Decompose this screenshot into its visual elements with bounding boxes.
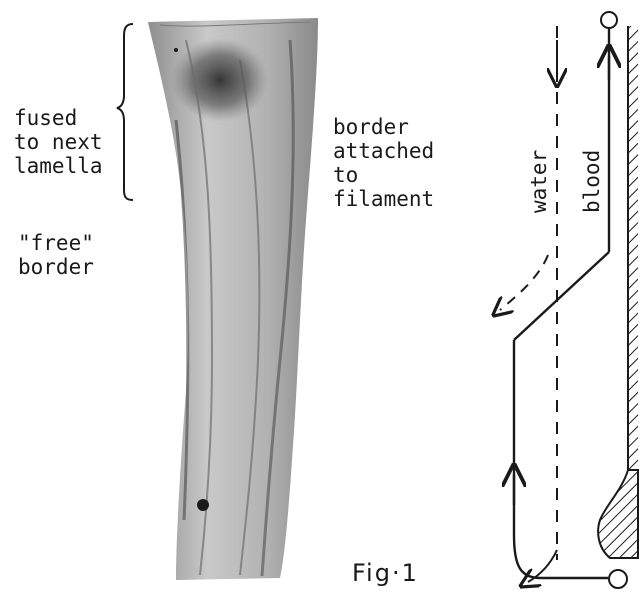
water-flow (500, 26, 557, 582)
fused-bracket (117, 24, 133, 200)
filament-wall (598, 26, 638, 558)
water-label: water (527, 150, 551, 213)
dark-spot (197, 499, 209, 511)
attached-border-label: border attached to filament (333, 115, 434, 211)
blood-inlet-circle-icon (609, 570, 627, 588)
figure-caption: Fig·1 (352, 561, 419, 585)
blood-label: blood (580, 150, 604, 213)
blood-flow (514, 26, 609, 578)
blood-outlet-circle-icon (601, 12, 617, 28)
fused-label: fused to next lamella (14, 106, 103, 178)
free-border-label: "free" border (18, 231, 94, 279)
lamella-photo (148, 18, 318, 580)
